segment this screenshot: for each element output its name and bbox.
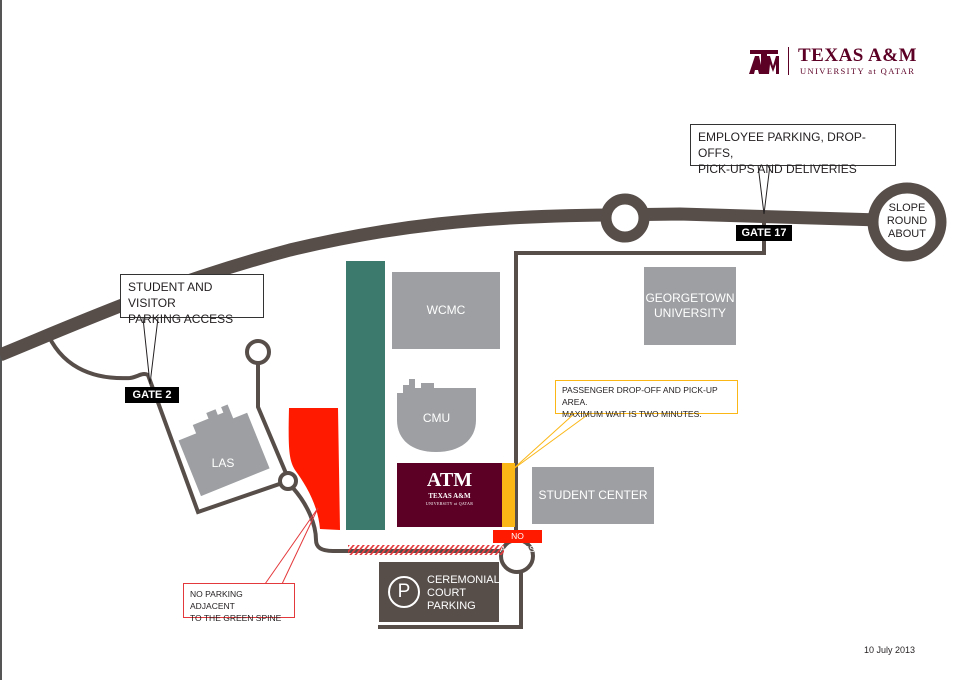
building-georgetown: [644, 267, 736, 345]
dropoff-callout: PASSENGER DROP-OFF AND PICK-UP AREA. MAX…: [555, 380, 738, 419]
tamu-building-name: TEXAS A&M: [428, 492, 471, 500]
cul-de-sac-circle: [245, 339, 271, 365]
building-las: [178, 404, 270, 497]
tamuq-logo: TEXAS A&M UNIVERSITY at QATAR: [748, 44, 918, 80]
atm-logo-mark-icon: [749, 50, 779, 74]
gate2-access-road: [44, 329, 291, 515]
callout-line: PICK-UPS AND DELIVERIES: [698, 162, 857, 176]
student-callout-pointer: [142, 317, 159, 385]
ceremonial-parking-lot: [379, 562, 499, 622]
georgetown-label-line: GEORGETOWN: [645, 291, 735, 305]
wcmc-label: WCMC: [426, 303, 466, 317]
callout-line: STUDENT AND VISITOR: [128, 280, 213, 310]
roundabout-label-line: SLOPE: [888, 202, 926, 214]
map-date: 10 July 2013: [864, 645, 916, 655]
roundabout-label-line: ROUND: [886, 215, 928, 227]
cmu-label: CMU: [422, 411, 451, 425]
no-access-hatch: [348, 545, 504, 555]
building-wcmc: [392, 272, 500, 349]
employee-callout-pointer: [757, 164, 771, 215]
employee-parking-callout: EMPLOYEE PARKING, DROP-OFFS, PICK-UPS AN…: [690, 124, 896, 176]
student-center-label: STUDENT CENTER: [538, 488, 648, 502]
gate-2-label: GATE 2: [125, 387, 179, 403]
gate-17-label: GATE 17: [736, 225, 792, 241]
tamu-building-label: ATM TEXAS A&M UNIVERSITY at QATAR: [397, 468, 502, 507]
logo-title: TEXAS A&M: [798, 45, 918, 66]
no-parking-callout: NO PARKING ADJACENT TO THE GREEN SPINE: [183, 583, 295, 623]
south-curve-road: [291, 486, 508, 553]
page-edge: [0, 0, 2, 680]
las-label: LAS: [211, 456, 235, 470]
tamu-building-mark: ATM: [426, 469, 473, 491]
parking-label-line: CEREMONIAL: [427, 574, 500, 586]
slope-roundabout: [867, 182, 947, 262]
callout-line: PARKING ACCESS: [128, 312, 234, 326]
callout-line: EMPLOYEE PARKING, DROP-OFFS,: [698, 130, 866, 160]
no-parking-callout-pointer: [264, 507, 319, 585]
roundabout-small: [600, 193, 650, 243]
logo-subtitle: UNIVERSITY at QATAR: [800, 66, 916, 76]
dropoff-strip: [502, 463, 515, 527]
student-visitor-callout: STUDENT AND VISITOR PARKING ACCESS: [120, 274, 264, 326]
parking-loop-road: [378, 573, 523, 629]
callout-line: TO THE GREEN SPINE: [190, 613, 282, 623]
junction-circle: [278, 471, 298, 491]
logo-divider: [788, 47, 789, 75]
parking-symbol-ring: [388, 576, 420, 608]
slope-roundabout-label: SLOPE ROUND ABOUT: [878, 202, 936, 241]
parking-label-line: PARKING: [427, 600, 476, 612]
green-spine: [346, 261, 385, 530]
parking-label: CEREMONIAL COURT PARKING: [427, 574, 500, 613]
parking-symbol: P: [397, 581, 411, 602]
north-cul-de-sac-road: [256, 364, 290, 479]
no-parking-zone: [288, 408, 340, 530]
tamu-building-sub: UNIVERSITY at QATAR: [425, 501, 474, 506]
callout-line: PASSENGER DROP-OFF AND PICK-UP AREA.: [562, 385, 718, 407]
roundabout-label-line: ABOUT: [888, 228, 926, 240]
parking-label-line: COURT: [427, 587, 466, 599]
building-tamu: [397, 463, 502, 527]
no-access-badge: NO ACCESS: [493, 530, 542, 554]
callout-line: NO PARKING ADJACENT: [190, 589, 243, 611]
building-student-center: [532, 467, 654, 524]
building-cmu: [397, 379, 476, 452]
georgetown-label: GEORGETOWN UNIVERSITY: [644, 291, 736, 321]
callout-line: MAXIMUM WAIT IS TWO MINUTES.: [562, 409, 702, 419]
georgetown-label-line: UNIVERSITY: [653, 306, 726, 320]
dropoff-callout-pointer: [511, 412, 591, 471]
